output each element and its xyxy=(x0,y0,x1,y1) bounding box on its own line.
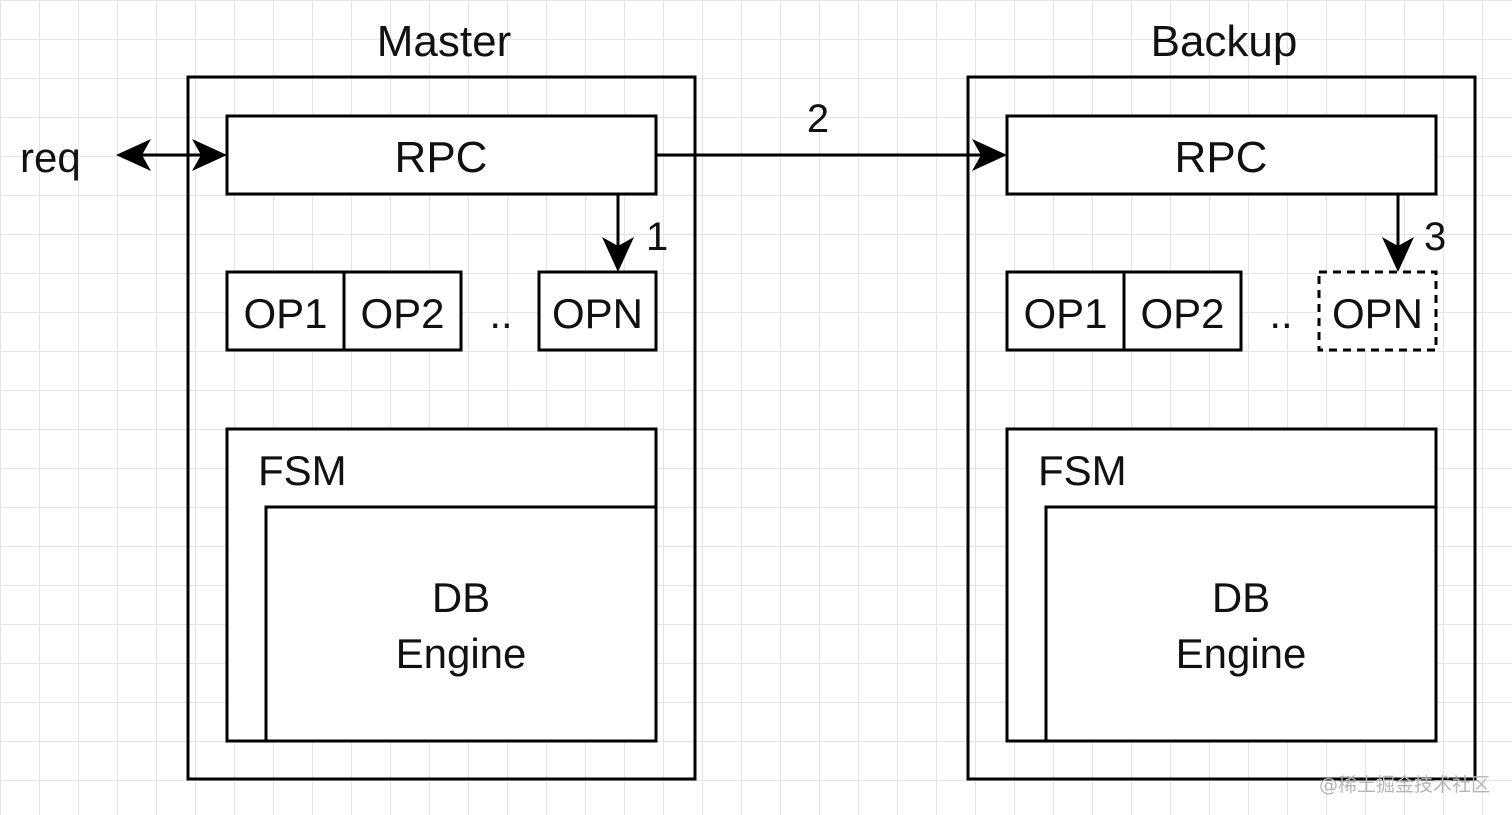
master-op1-box xyxy=(225,270,346,352)
backup-node: Backup RPC OP1 OP2 .. OPN FSM DB Engine xyxy=(966,17,1477,781)
backup-ellipsis: .. xyxy=(1269,290,1292,337)
backup-rpc-box xyxy=(1005,114,1438,196)
master-op1-label: OP1 xyxy=(243,290,327,337)
watermark-text: @稀土掘金技术社区 xyxy=(1318,774,1490,796)
step3-arrow-head xyxy=(1382,237,1414,272)
backup-container xyxy=(966,75,1477,781)
master-op2-label: OP2 xyxy=(360,290,444,337)
backup-fsm-label: FSM xyxy=(1038,447,1127,494)
step3-label: 3 xyxy=(1424,215,1446,259)
step2-arrow: 2 xyxy=(656,97,1007,171)
step2-label: 2 xyxy=(807,97,829,141)
request-arrow-left-head xyxy=(116,139,151,171)
master-engine-line2: Engine xyxy=(396,630,527,677)
step1-arrow: 1 xyxy=(602,194,668,272)
backup-op2-label: OP2 xyxy=(1140,290,1224,337)
request-arrow-right-head xyxy=(192,139,227,171)
master-rpc-label: RPC xyxy=(395,133,488,182)
step1-label: 1 xyxy=(646,215,668,259)
master-container xyxy=(186,75,697,781)
step3-arrow: 3 xyxy=(1382,194,1446,272)
backup-opn-box-pending xyxy=(1317,270,1438,352)
step1-arrow-head xyxy=(602,237,634,272)
master-title: Master xyxy=(377,17,511,66)
master-node: Master RPC OP1 OP2 .. OPN FSM DB Engine xyxy=(186,17,697,781)
request-label: req xyxy=(20,134,81,181)
step2-arrow-head xyxy=(972,139,1007,171)
backup-engine-box xyxy=(1044,505,1438,743)
backup-title: Backup xyxy=(1151,17,1298,66)
master-rpc-box xyxy=(225,114,658,196)
master-ellipsis: .. xyxy=(489,290,512,337)
request-arrow: req xyxy=(20,134,227,181)
backup-op1-label: OP1 xyxy=(1023,290,1107,337)
backup-op1-box xyxy=(1005,270,1126,352)
backup-op2-box xyxy=(1122,270,1243,352)
backup-engine-line1: DB xyxy=(1212,574,1270,621)
backup-engine-line2: Engine xyxy=(1176,630,1307,677)
master-opn-label: OPN xyxy=(552,290,643,337)
master-op2-box xyxy=(342,270,463,352)
master-engine-box xyxy=(264,505,658,743)
backup-rpc-label: RPC xyxy=(1175,133,1268,182)
master-fsm-label: FSM xyxy=(258,447,347,494)
backup-opn-label: OPN xyxy=(1332,290,1423,337)
master-engine-line1: DB xyxy=(432,574,490,621)
master-opn-box xyxy=(537,270,658,352)
